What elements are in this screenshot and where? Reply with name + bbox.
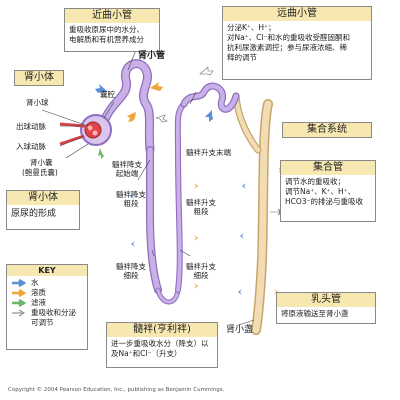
distal-tubule-desc: 分泌K⁺、H⁺； 对Na⁺、Cl⁻和水的重吸收受醛固酮和 抗利尿激素调控；参与尿… <box>227 23 350 62</box>
arrow-reabsorption <box>154 114 168 123</box>
distal-tubule-box: 远曲小管 分泌K⁺、H⁺； 对Na⁺、Cl⁻和水的重吸收受醛固酮和 抗利尿激素调… <box>222 6 372 80</box>
arrow-solute <box>150 82 163 91</box>
papillary-duct-box: 乳头管 将原液输送至肾小盏 <box>276 292 376 324</box>
copyright: Copyright © 2004 Pearson Education, Inc.… <box>8 387 225 393</box>
papillary-duct-desc: 将原液输送至肾小盏 <box>281 309 349 318</box>
arrow-water <box>240 233 252 239</box>
collecting-system-box: 集合系统 <box>282 122 372 138</box>
label-efferent: 出球动脉 <box>16 122 46 131</box>
label-capsule: 肾小囊 <box>30 158 53 167</box>
filtrate-arrow-icon <box>12 299 27 307</box>
corpuscle-function-title: 肾小体 <box>7 191 79 205</box>
arrow-water <box>242 183 254 189</box>
key-extra: 可调节 <box>31 318 54 327</box>
solute-arrow-icon <box>12 289 27 297</box>
key-item-reabsorption: 重吸收和分泌 <box>11 308 83 318</box>
key-item-filtrate: 滤液 <box>11 298 83 308</box>
corpuscle-title: 肾小体 <box>15 71 63 85</box>
key-title: KEY <box>7 265 87 276</box>
arrow-solute <box>270 167 282 173</box>
water-arrow-icon <box>12 279 27 287</box>
label-desc-thick: 髓袢降支 粗段 <box>116 190 146 208</box>
arrow-water <box>95 84 108 93</box>
key-box: KEY 水 溶质 滤液 重吸收和分泌 可调节 <box>6 264 88 350</box>
label-asc-end: 髓袢升支末端 <box>186 148 231 157</box>
efferent-arteriole <box>59 122 85 128</box>
proximal-tubule-box: 近曲小管 重吸收原尿中的水分、 电解质和有机营养成分 <box>64 8 160 52</box>
corpuscle-function-desc: 原尿的形成 <box>11 209 57 219</box>
loop-henle-title: 髓袢(亨利袢) <box>107 323 217 337</box>
arrow-filtrate <box>98 148 104 159</box>
label-capsule-alt: (鲍曼氏囊) <box>22 168 58 177</box>
arrow-solute <box>266 289 278 295</box>
transport-arrows <box>95 66 283 295</box>
collecting-duct-desc: 调节水的重吸收； 调节Na⁺、K⁺、H⁺、 HCO3⁻的排泌与重吸收 <box>285 177 364 206</box>
arrow-reabsorption <box>199 66 214 76</box>
proximal-tubule-title: 近曲小管 <box>65 9 159 23</box>
reabsorption-arrow-icon <box>12 309 25 317</box>
arrow-solute <box>127 112 136 122</box>
arrow-solute <box>186 183 198 189</box>
arrow-water <box>238 289 250 295</box>
label-calyx: 肾小盏 <box>226 325 254 335</box>
corpuscle-box: 肾小体 <box>14 70 64 86</box>
label-capsule-space: 囊腔 <box>100 90 115 99</box>
loop-henle-desc: 进一步重吸收水分（降支）以 及Na⁺和Cl⁻（升支） <box>111 339 209 358</box>
collecting-system-title: 集合系统 <box>283 123 371 137</box>
arrow-water <box>130 193 142 199</box>
key-item-solute: 溶质 <box>11 288 83 298</box>
arrow-water <box>205 110 213 122</box>
label-glomerulus: 肾小球 <box>26 98 49 107</box>
key-item-water: 水 <box>11 278 83 288</box>
arrow-solute <box>186 235 198 241</box>
loop-henle-box: 髓袢(亨利袢) 进一步重吸收水分（降支）以 及Na⁺和Cl⁻（升支） <box>106 322 218 368</box>
label-tubule: 肾小管 <box>138 51 166 61</box>
corpuscle-function-box: 肾小体 原尿的形成 <box>6 190 80 230</box>
collecting-duct-box: 集合管 调节水的重吸收； 调节Na⁺、K⁺、H⁺、 HCO3⁻的排泌与重吸收 <box>280 160 376 222</box>
label-asc-thick: 髓袢升支 粗段 <box>186 198 216 216</box>
papillary-duct-title: 乳头管 <box>277 293 375 307</box>
distal-tubule-title: 远曲小管 <box>223 7 371 21</box>
afferent-arteriole <box>59 134 85 146</box>
label-desc-start: 髓袢降支 起始端 <box>112 160 142 178</box>
label-desc-thin: 髓袢降支 细段 <box>116 262 146 280</box>
proximal-tubule-desc: 重吸收原尿中的水分、 电解质和有机营养成分 <box>69 25 144 44</box>
arrow-water <box>131 241 143 247</box>
arrow-solute <box>186 283 198 289</box>
label-afferent: 入球动脉 <box>16 142 46 151</box>
collecting-duct-title: 集合管 <box>281 161 375 175</box>
label-asc-thin: 髓袢升支 细段 <box>186 262 216 280</box>
